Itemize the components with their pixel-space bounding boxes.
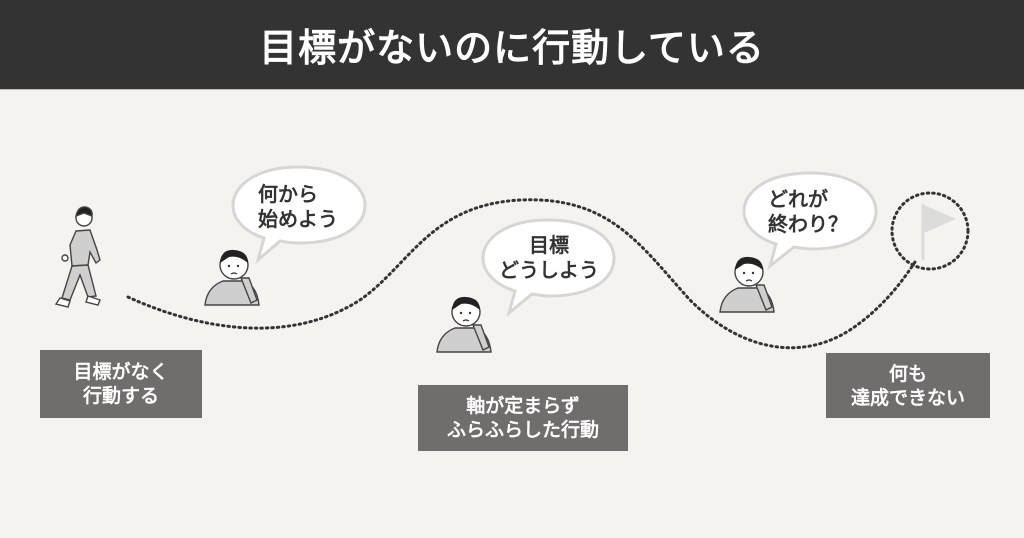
walking-person-icon [54, 206, 101, 308]
stage-label-line: 行動する [82, 385, 159, 407]
stage-label-line: 目標がなく [73, 361, 169, 383]
thinking-person-icon [436, 296, 492, 353]
stage-label: 何も 達成できない [826, 353, 990, 418]
bubble-line: 目標 [529, 233, 569, 257]
speech-bubble [742, 171, 878, 271]
bubble-line: 何から [258, 182, 318, 206]
stage-label-line: 達成できない [850, 386, 965, 409]
bubble-text: 目標 どうしよう [497, 233, 601, 283]
stage-label-line: 何も [888, 362, 927, 385]
bubble-line: 始めよう [258, 207, 338, 231]
bubble-text: どれが 終わり？ [768, 187, 848, 237]
stage-label: 軸が定まらず ふらふらした行動 [418, 385, 628, 451]
page-title: 目標がないのに行動している [259, 26, 765, 70]
thinking-person-icon [204, 249, 260, 306]
bubble-text: 何から 始めよう [258, 182, 338, 232]
stage-label-line: 軸が定まらず [466, 395, 580, 417]
speech-bubble [481, 218, 616, 318]
bubble-line: どれが [768, 187, 828, 211]
speech-bubble [231, 165, 367, 265]
stage-label-line: ふらふらした行動 [446, 419, 599, 441]
bubble-line: 終わり？ [768, 212, 848, 236]
stage-label: 目標がなく 行動する [40, 350, 202, 418]
goal-flag-icon [890, 191, 970, 271]
header-bar: 目標がないのに行動している [0, 0, 1024, 90]
thinking-person-icon [719, 256, 775, 313]
dotted-path [126, 198, 917, 350]
bubble-line: どうしよう [499, 258, 599, 282]
